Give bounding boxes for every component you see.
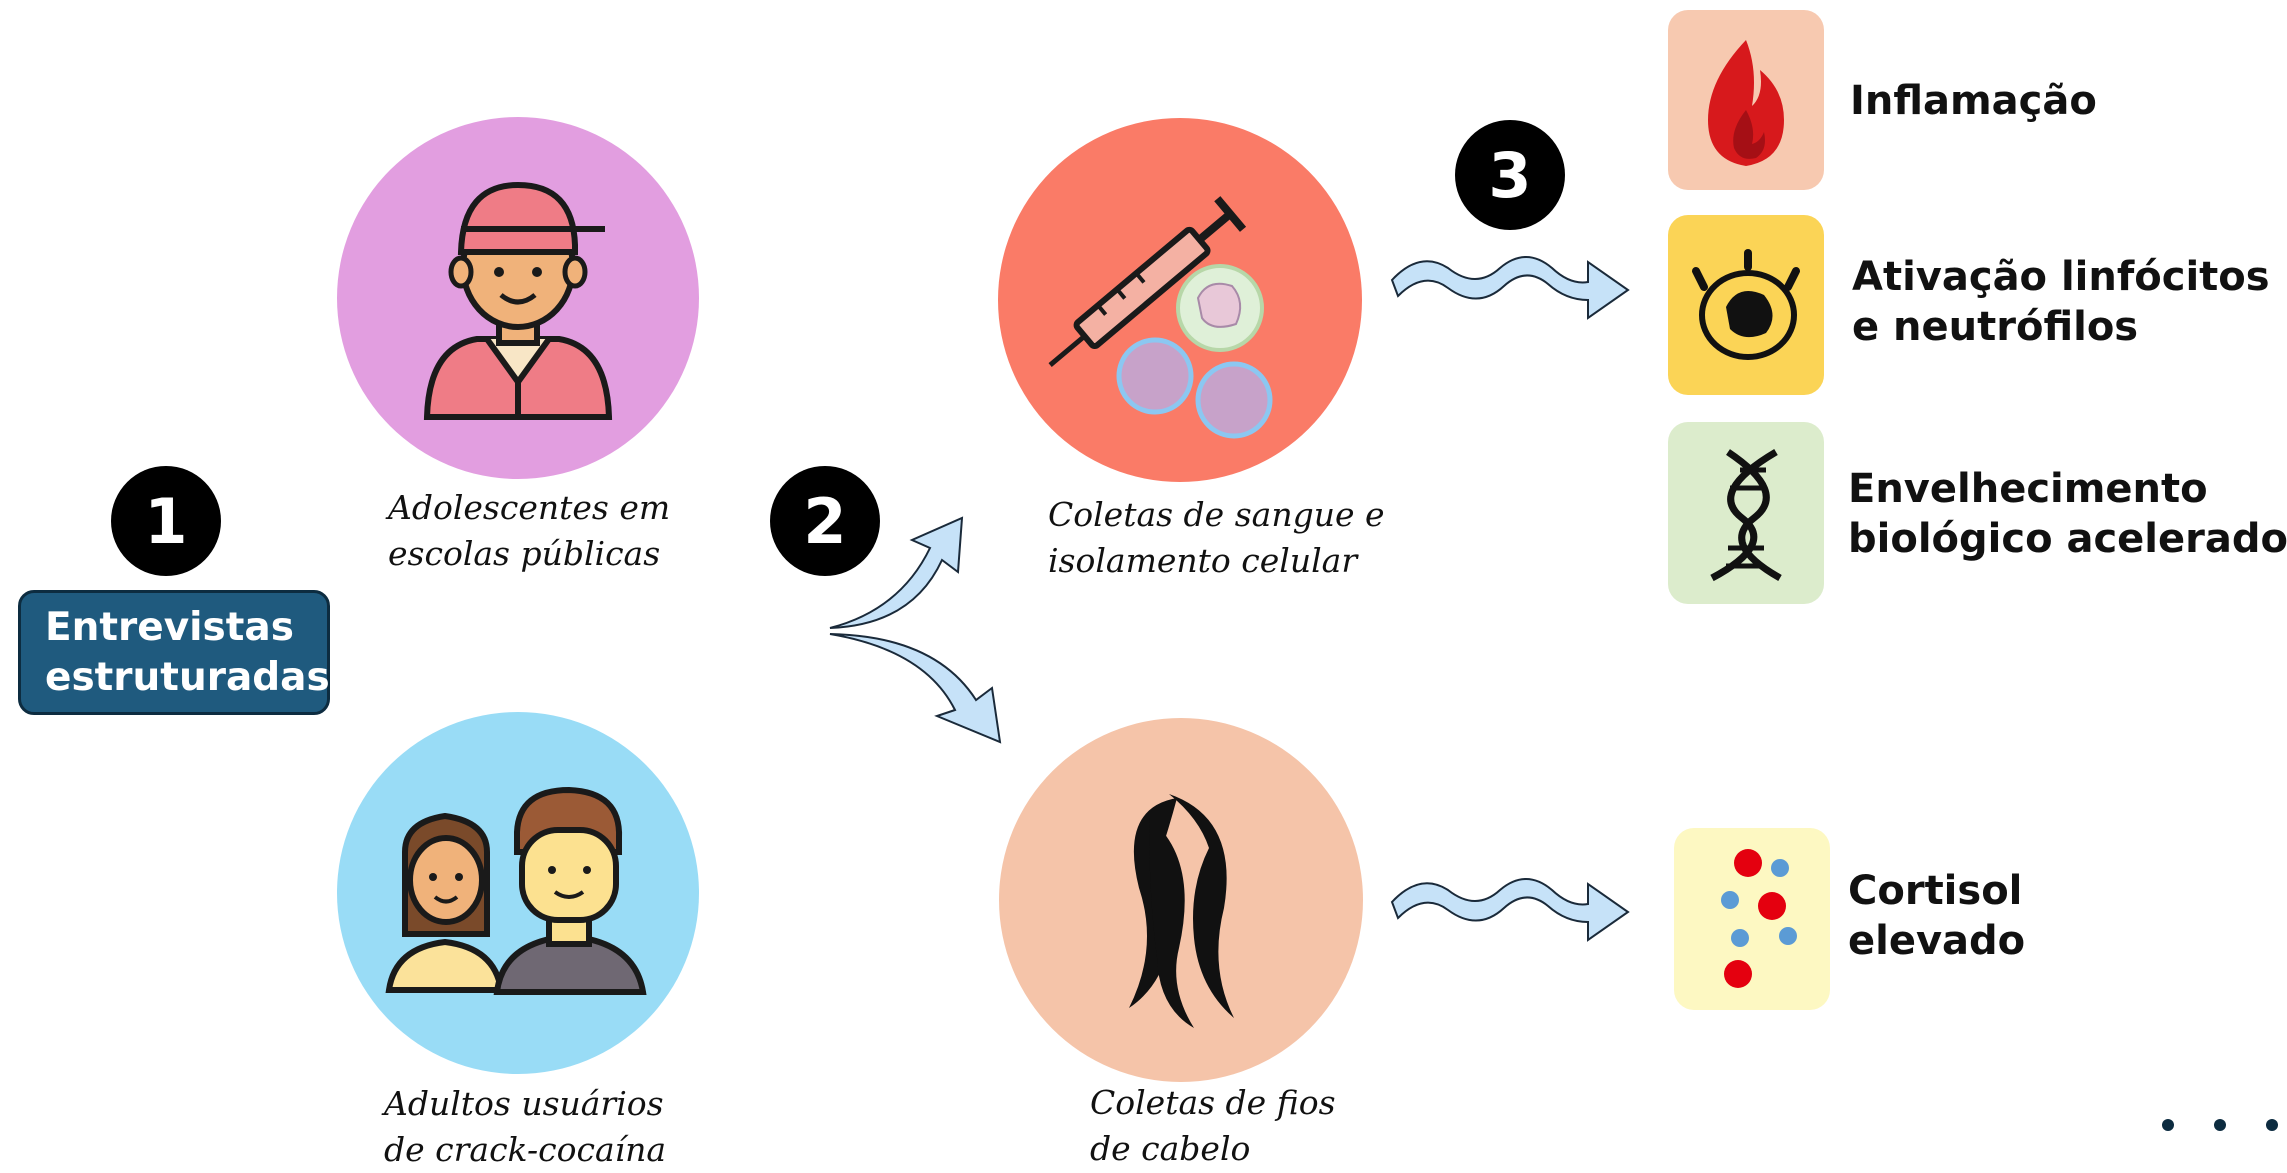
aging-label-line-2: biológico acelerado (1848, 516, 2287, 562)
adolescents-caption-line-1: Adolescentes em (388, 488, 671, 527)
cortisol-box (1674, 828, 1830, 1010)
step-2-badge: 2 (770, 466, 880, 576)
interviews-line-1: Entrevistas (45, 605, 294, 650)
activation-label-line-2: e neutrófilos (1852, 304, 2139, 350)
adolescents-circle (337, 117, 699, 479)
cortisol-label: Cortisol elevado (1848, 866, 2025, 966)
arrow-to-blood (829, 516, 964, 629)
aging-box (1668, 422, 1824, 604)
flame-icon (1708, 40, 1784, 166)
interviews-line-2: estruturadas (45, 655, 330, 700)
blood-collection-circle (998, 118, 1362, 482)
blood-caption: Coletas de sangue e isolamento celular (1048, 492, 1385, 584)
hair-collection-circle (999, 718, 1363, 1082)
step-3-badge: 3 (1455, 120, 1565, 230)
blood-caption-line-2: isolamento celular (1048, 541, 1358, 580)
aging-label-line-1: Envelhecimento (1848, 466, 2208, 512)
blood-caption-line-1: Coletas de sangue e (1048, 495, 1385, 534)
teen-boy-icon (423, 181, 613, 420)
adults-circle (337, 712, 699, 1074)
inflammation-label: Inflamação (1850, 78, 2097, 124)
hair-strands-icon (1129, 794, 1234, 1028)
cortisol-label-line-2: elevado (1848, 918, 2026, 964)
inflammation-box (1668, 10, 1824, 190)
particles-icon (1721, 849, 1797, 988)
arrow-to-hair (829, 633, 1002, 744)
hair-caption: Coletas de fios de cabelo (1090, 1080, 1336, 1172)
activation-box (1668, 215, 1824, 395)
wavy-arrow-top (1390, 256, 1630, 320)
cortisol-label-line-1: Cortisol (1848, 868, 2023, 914)
cell-burst-icon (1692, 249, 1800, 360)
adults-caption-line-1: Adultos usuários (384, 1084, 664, 1123)
hair-caption-line-1: Coletas de fios (1090, 1083, 1336, 1122)
adults-caption: Adultos usuários de crack-cocaína (384, 1081, 666, 1173)
adolescents-caption-line-2: escolas públicas (388, 534, 661, 573)
decorative-dots (2162, 1119, 2278, 1131)
syringe-cells-icon (1048, 196, 1273, 439)
activation-label: Ativação linfócitos e neutrófilos (1852, 252, 2270, 352)
step-1-badge: 1 (111, 466, 221, 576)
activation-label-line-1: Ativação linfócitos (1852, 254, 2270, 300)
wavy-arrow-bottom (1390, 878, 1630, 942)
dna-icon (1710, 448, 1782, 582)
adults-caption-line-2: de crack-cocaína (384, 1130, 667, 1169)
hair-caption-line-2: de cabelo (1090, 1129, 1251, 1168)
adolescents-caption: Adolescentes em escolas públicas (388, 485, 670, 577)
interviews-box: Entrevistas estruturadas (18, 590, 330, 715)
couple-icon (385, 786, 647, 995)
aging-label: Envelhecimento biológico acelerado (1848, 464, 2287, 564)
